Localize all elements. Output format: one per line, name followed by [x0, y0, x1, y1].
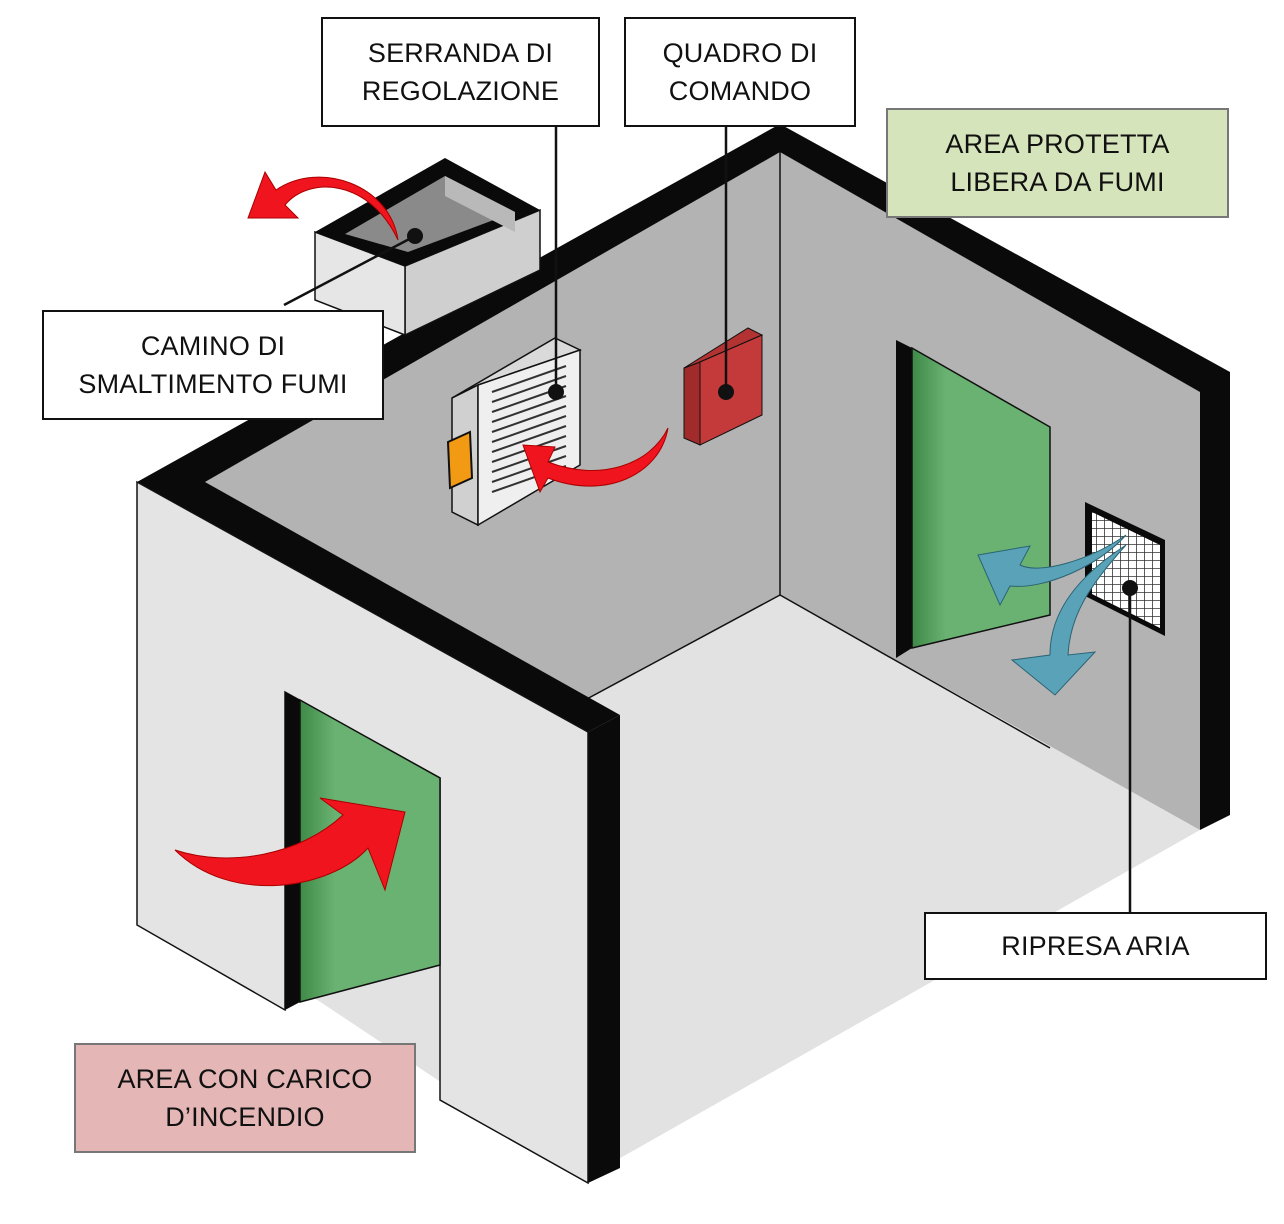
leader-dot-quadro — [718, 384, 734, 400]
label-line: LIBERA DA FUMI — [950, 167, 1165, 197]
leader-dot-camino — [407, 228, 423, 244]
label-line: COMANDO — [668, 76, 812, 106]
control-panel-side — [683, 361, 701, 446]
wall-top-front-left — [137, 482, 620, 732]
label-line: AREA CON CARICO — [117, 1064, 373, 1094]
floor-edge-right — [779, 594, 1051, 749]
leader-lines — [283, 127, 1132, 912]
right-door-jamb — [896, 340, 912, 658]
label-line: QUADRO DI — [662, 38, 818, 68]
wall-front-edge — [588, 715, 620, 1183]
chimney-inner-wall — [445, 176, 515, 232]
chimney-left-face — [314, 230, 406, 337]
label-ripresa-aria: RIPRESA ARIA — [924, 912, 1267, 980]
label-camino-smaltimento-fumi: CAMINO DI SMALTIMENTO FUMI — [42, 310, 384, 420]
blue-arrow-icon — [1010, 544, 1127, 696]
label-line: REGOLAZIONE — [361, 76, 560, 106]
leader-dot-serranda — [548, 384, 564, 400]
damper-louvers — [491, 365, 567, 493]
red-arrow-icon — [247, 170, 399, 241]
label-serranda-di-regolazione: SERRANDA DI REGOLAZIONE — [321, 17, 600, 127]
damper-indicator — [446, 430, 474, 490]
grille-icon — [1092, 512, 1160, 628]
label-line: SMALTIMENTO FUMI — [78, 369, 348, 399]
label-area-carico-incendio: AREA CON CARICO D’INCENDIO — [74, 1043, 416, 1153]
label-line: SERRANDA DI — [367, 38, 554, 68]
floor-edge-left — [584, 594, 781, 701]
red-arrow-icon — [522, 427, 669, 494]
wall-top-back-right — [780, 124, 1230, 830]
leader-dot-ripresa — [1122, 580, 1138, 596]
blue-arrow-icon — [977, 534, 1127, 607]
label-area-protetta: AREA PROTETTA LIBERA DA FUMI — [886, 108, 1229, 218]
label-line: AREA PROTETTA — [945, 129, 1170, 159]
red-arrow-icon — [174, 797, 406, 892]
label-line: D’INCENDIO — [165, 1102, 325, 1132]
label-quadro-di-comando: QUADRO DI COMANDO — [624, 17, 856, 127]
label-line: CAMINO DI — [140, 331, 286, 361]
label-line: RIPRESA ARIA — [1001, 931, 1190, 961]
